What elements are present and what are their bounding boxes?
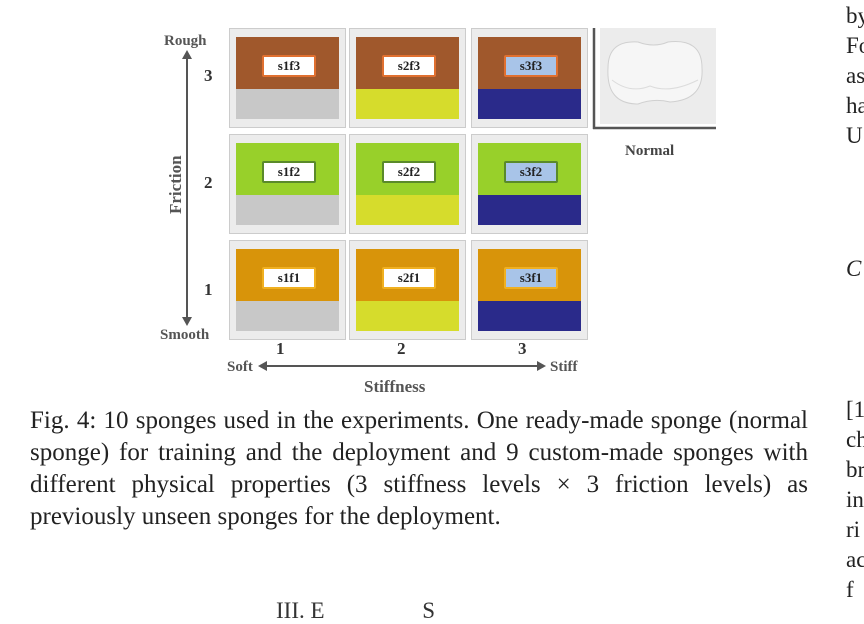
sponge-body	[356, 89, 459, 119]
right-column-line: C	[846, 256, 862, 281]
sponge-label: s2f3	[382, 55, 436, 77]
right-column-line: in	[846, 487, 864, 512]
x-axis-label: Stiffness	[364, 377, 426, 396]
section-heading-fragment: III. E S	[276, 598, 436, 623]
y-tick-1: 1	[204, 280, 213, 299]
sponge-label: s2f1	[382, 267, 436, 289]
y-tick-3: 3	[204, 66, 213, 85]
sponge-label: s2f2	[382, 161, 436, 183]
sponge-body	[478, 301, 581, 331]
x-axis-left-label: Soft	[227, 359, 253, 375]
right-column-line: U	[846, 123, 863, 148]
sponge-body	[356, 195, 459, 225]
right-column-line: Fo	[846, 33, 864, 58]
figure-caption: Fig. 4: 10 sponges used in the experimen…	[30, 407, 808, 530]
normal-sponge-label: Normal	[625, 143, 675, 159]
sponge-s1f2: s1f2	[229, 134, 346, 234]
sponge-label: s1f3	[262, 55, 316, 77]
right-column-line: [1	[846, 397, 864, 422]
sponge-s3f3: s3f3	[471, 28, 588, 128]
sponge-label: s1f1	[262, 267, 316, 289]
sponge-label: s3f2	[504, 161, 558, 183]
x-tick-2: 2	[397, 339, 406, 358]
sponge-label: s1f2	[262, 161, 316, 183]
sponge-label: s3f1	[504, 267, 558, 289]
sponge-body	[236, 301, 339, 331]
sponge-s3f2: s3f2	[471, 134, 588, 234]
y-axis-bottom-label: Smooth	[160, 327, 210, 343]
right-column-line: by	[846, 3, 864, 28]
sponge-s2f2: s2f2	[349, 134, 466, 234]
sponge-s1f3: s1f3	[229, 28, 346, 128]
right-column-line: br	[846, 457, 864, 482]
y-tick-2: 2	[204, 173, 213, 192]
right-column-line: ri	[846, 517, 861, 542]
right-column-line: ch	[846, 427, 864, 452]
sponge-body	[236, 195, 339, 225]
x-axis-arrow	[258, 361, 546, 371]
sponge-label: s3f3	[504, 55, 558, 77]
sponge-body	[478, 195, 581, 225]
y-axis-top-label: Rough	[164, 33, 207, 49]
sponge-body	[478, 89, 581, 119]
right-column-line: ha	[846, 93, 864, 118]
right-column-line: ac	[846, 547, 864, 572]
sponge-body	[356, 301, 459, 331]
right-column-line: f	[846, 577, 854, 602]
sponge-s2f1: s2f1	[349, 240, 466, 340]
y-axis-arrow	[182, 50, 192, 326]
sponge-s2f3: s2f3	[349, 28, 466, 128]
y-axis-label: Friction	[166, 155, 185, 214]
x-tick-1: 1	[276, 339, 285, 358]
x-tick-3: 3	[518, 339, 527, 358]
normal-sponge-photo	[590, 28, 716, 132]
x-axis-right-label: Stiff	[550, 359, 578, 375]
sponge-body	[236, 89, 339, 119]
sponge-s1f1: s1f1	[229, 240, 346, 340]
right-column-line: as	[846, 63, 864, 88]
sponge-s3f1: s3f1	[471, 240, 588, 340]
